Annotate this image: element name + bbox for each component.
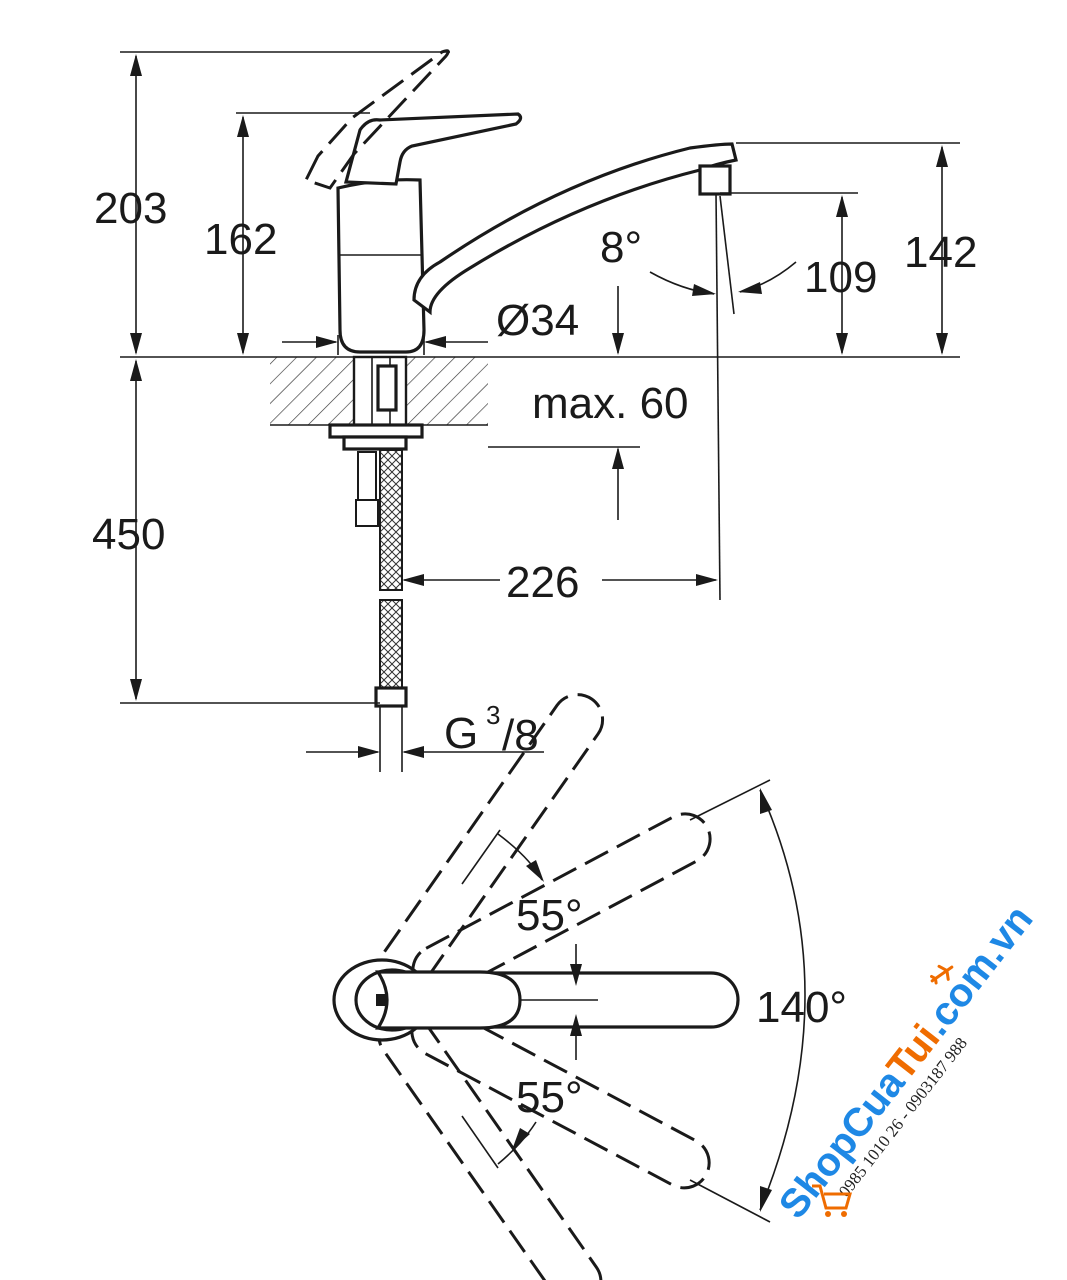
spout-angle-line bbox=[719, 195, 735, 315]
dim-thread-g: G bbox=[444, 709, 478, 758]
dim-spout-height: 142 bbox=[904, 228, 977, 277]
dim-spout-angle: 8° bbox=[600, 223, 642, 272]
dim-max-counter: max. 60 bbox=[532, 379, 689, 428]
indicator-mark bbox=[376, 994, 386, 1006]
lever-position-upper-dashed bbox=[378, 693, 605, 992]
ext-line-55-lower bbox=[461, 1115, 499, 1169]
lever-handle bbox=[343, 112, 523, 186]
dim-spout-outlet-height: 109 bbox=[804, 253, 877, 302]
dim-reach: 226 bbox=[506, 558, 579, 607]
lever-position-lower-dashed bbox=[377, 1009, 603, 1280]
side-view: 203 162 142 109 8° Ø34 bbox=[92, 49, 977, 772]
fixing-nut bbox=[342, 435, 408, 451]
ext-line-140-lower bbox=[689, 1179, 771, 1223]
faucet-body bbox=[336, 178, 426, 354]
dim-hose-length: 450 bbox=[92, 510, 165, 559]
dim-thread-numerator: 3 bbox=[486, 700, 500, 730]
hose-fitting bbox=[355, 499, 379, 527]
svg-text:ShopCuaTui.com.vn: ShopCuaTui.com.vn bbox=[771, 897, 1042, 1226]
hose-connector-nut bbox=[374, 686, 408, 708]
lever-hub bbox=[375, 970, 522, 1030]
dim-thread-denominator: /8 bbox=[502, 711, 539, 760]
ext-line-55-upper bbox=[461, 829, 501, 885]
shopping-cart-icon bbox=[812, 1184, 852, 1217]
fixing-plate bbox=[328, 423, 424, 439]
ext-line-140-upper bbox=[689, 779, 771, 821]
angle-upper: 55° bbox=[516, 891, 583, 940]
shank-bolt bbox=[376, 364, 398, 412]
ext-line-226 bbox=[715, 192, 721, 601]
watermark-brand-domain: .com.vn bbox=[914, 897, 1042, 1043]
dim-body-diameter: Ø34 bbox=[496, 296, 579, 345]
top-view: 55° 55° 140° bbox=[332, 693, 847, 1280]
airplane-icon bbox=[930, 964, 954, 985]
angle-total: 140° bbox=[756, 983, 847, 1032]
supply-hose-braided-lower bbox=[379, 599, 403, 689]
dim-total-height: 203 bbox=[94, 184, 167, 233]
spout bbox=[412, 142, 738, 316]
supply-hose-braided-upper bbox=[379, 449, 403, 591]
arc-140 bbox=[759, 789, 806, 1211]
angle-lower: 55° bbox=[516, 1073, 583, 1122]
arc-55-lower bbox=[497, 1121, 537, 1165]
dim-handle-height: 162 bbox=[204, 215, 277, 264]
aerator bbox=[698, 164, 732, 196]
